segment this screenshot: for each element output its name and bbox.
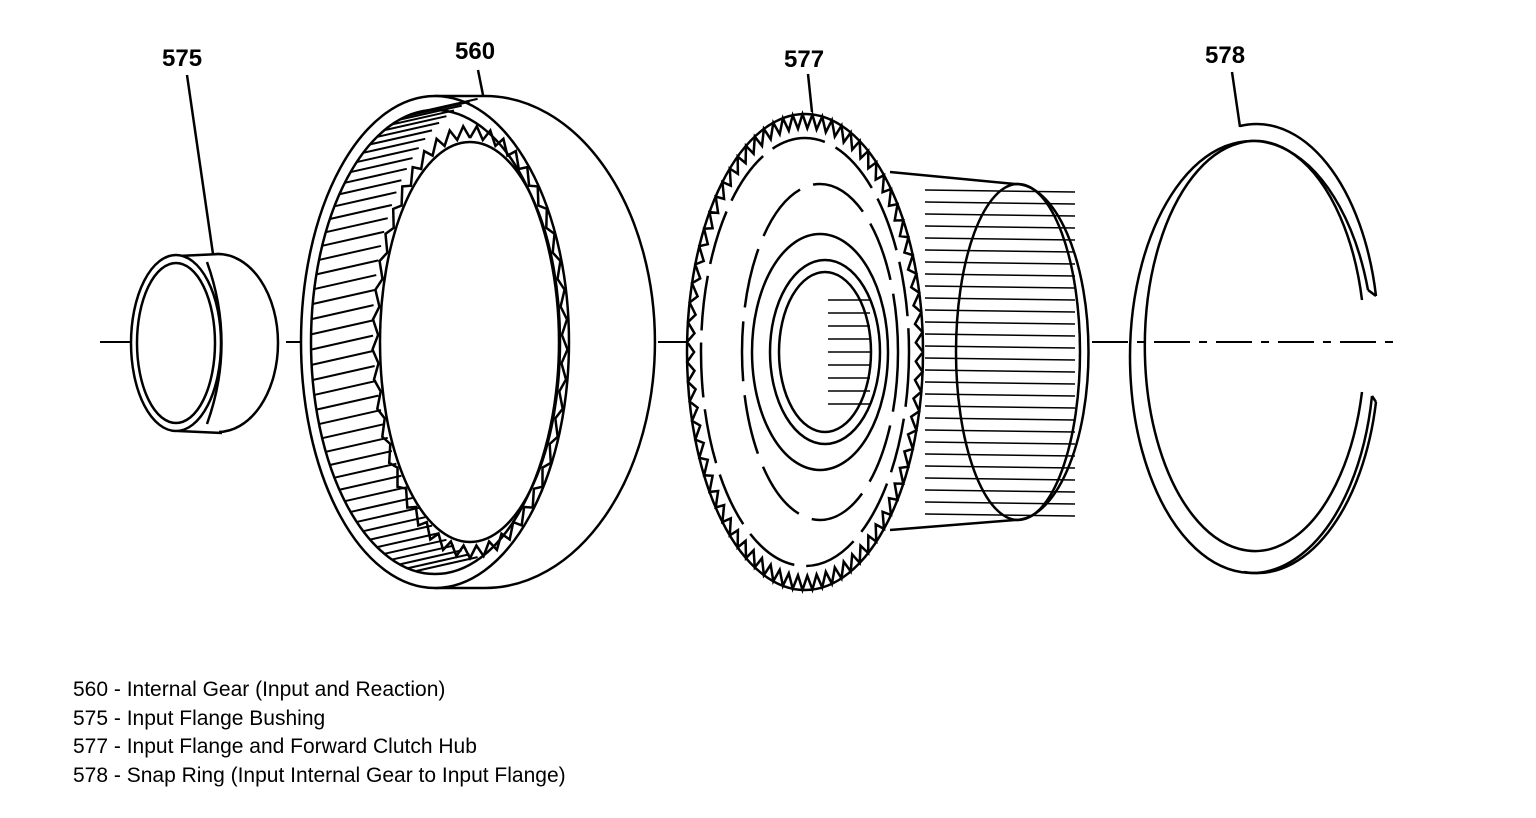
legend-item: 575 - Input Flange Bushing	[73, 706, 326, 730]
gear-tooth-line	[399, 104, 462, 121]
leader-lines	[185, 69, 1242, 255]
gear-tooth-line	[924, 513, 1076, 517]
legend-item: 577 - Input Flange and Forward Clutch Hu…	[73, 735, 477, 758]
gear-tooth-line	[314, 379, 377, 396]
gear-tooth-line	[924, 321, 1076, 325]
gear-tooth-line	[924, 441, 1076, 445]
gear-tooth-line	[415, 97, 478, 114]
gear-tooth-line	[321, 423, 385, 440]
callout-577: 577	[784, 46, 824, 73]
gear-tooth	[371, 123, 569, 561]
gear-tooth-line	[924, 273, 1076, 277]
gear-tooth-line	[924, 393, 1076, 397]
gear-tooth-line	[356, 506, 419, 523]
gear-tooth-line	[325, 217, 388, 234]
gear-tooth-line	[384, 115, 447, 132]
input-flange-forward-clutch-hub	[685, 110, 1090, 594]
gear-tooth-line	[924, 357, 1076, 361]
callout-575: 575	[162, 45, 202, 72]
gear-tooth-line	[924, 465, 1076, 469]
gear-tooth-line	[316, 394, 379, 411]
gear-tooth-line	[924, 477, 1076, 481]
gear-tooth-line	[924, 201, 1076, 205]
gear-tooth-line	[924, 345, 1076, 349]
gear-tooth-line	[311, 349, 374, 366]
gear-tooth-line	[924, 309, 1076, 313]
snap-ring	[1128, 122, 1378, 575]
gear-tooth-line	[924, 213, 1076, 217]
gear-tooth-line	[924, 501, 1076, 505]
gear-tooth-line	[924, 225, 1076, 229]
gear-tooth-line	[312, 289, 375, 306]
gear-tooth-line	[325, 436, 388, 453]
legend-item: 578 - Snap Ring (Input Internal Gear to …	[73, 763, 566, 787]
gear-tooth-line	[376, 121, 440, 138]
gear-tooth-line	[311, 304, 374, 321]
gear-tooth-line	[334, 191, 397, 208]
gear-tooth-line	[924, 381, 1076, 385]
gear-tooth-line	[924, 285, 1076, 289]
gear-tooth-line	[924, 369, 1076, 373]
legend-item: 560 - Internal Gear (Input and Reaction)	[73, 678, 446, 701]
input-flange-bushing	[129, 252, 280, 435]
gear-tooth-line	[356, 147, 419, 164]
callout-560: 560	[455, 38, 495, 65]
gear-tooth-line	[924, 297, 1076, 301]
parts-legend: 560 - Internal Gear (Input and Reaction)…	[73, 676, 566, 790]
gear-tooth-line	[415, 556, 478, 573]
gear-tooth-line	[339, 474, 402, 491]
gear-tooth-line	[362, 516, 426, 533]
gear-tooth-line	[316, 259, 379, 276]
gear-tooth-line	[321, 230, 385, 247]
gear-tooth-line	[924, 405, 1076, 409]
gear-tooth-line	[310, 334, 374, 351]
gear-tooth-line	[369, 129, 433, 146]
gear-tooth-line	[362, 137, 426, 154]
gear-tooth-line	[384, 538, 447, 555]
gear-tooth-line	[407, 553, 470, 570]
gear-tooth-line	[350, 496, 413, 513]
gear-tooth-line	[310, 319, 374, 336]
gear-tooth-line	[924, 333, 1076, 337]
gear-tooth-line	[399, 549, 462, 566]
gear-tooth-line	[329, 204, 393, 220]
gear-tooth-line	[924, 489, 1076, 493]
gear-tooth-line	[391, 109, 455, 126]
gear-tooth-line	[407, 100, 470, 117]
gear-tooth-line	[314, 274, 377, 291]
gear-tooth-line	[369, 524, 433, 541]
gear-tooth-line	[312, 364, 375, 381]
gear-tooth-line	[924, 249, 1076, 253]
gear-tooth-line	[329, 450, 393, 466]
gear-tooth-line	[924, 237, 1076, 241]
internal-gear	[299, 94, 657, 590]
gear-tooth	[685, 110, 925, 594]
gear-tooth-line	[318, 409, 382, 426]
gear-tooth-line	[339, 179, 402, 196]
gear-tooth-line	[318, 244, 382, 261]
gear-tooth-line	[924, 417, 1076, 421]
gear-tooth-line	[334, 462, 397, 479]
gear-tooth-line	[924, 261, 1076, 265]
gear-tooth-line	[344, 486, 408, 503]
callout-578: 578	[1205, 42, 1245, 69]
gear-tooth-line	[924, 453, 1076, 457]
gear-tooth-line	[344, 167, 408, 184]
gear-tooth-line	[924, 429, 1076, 433]
gear-tooth-line	[350, 157, 413, 174]
